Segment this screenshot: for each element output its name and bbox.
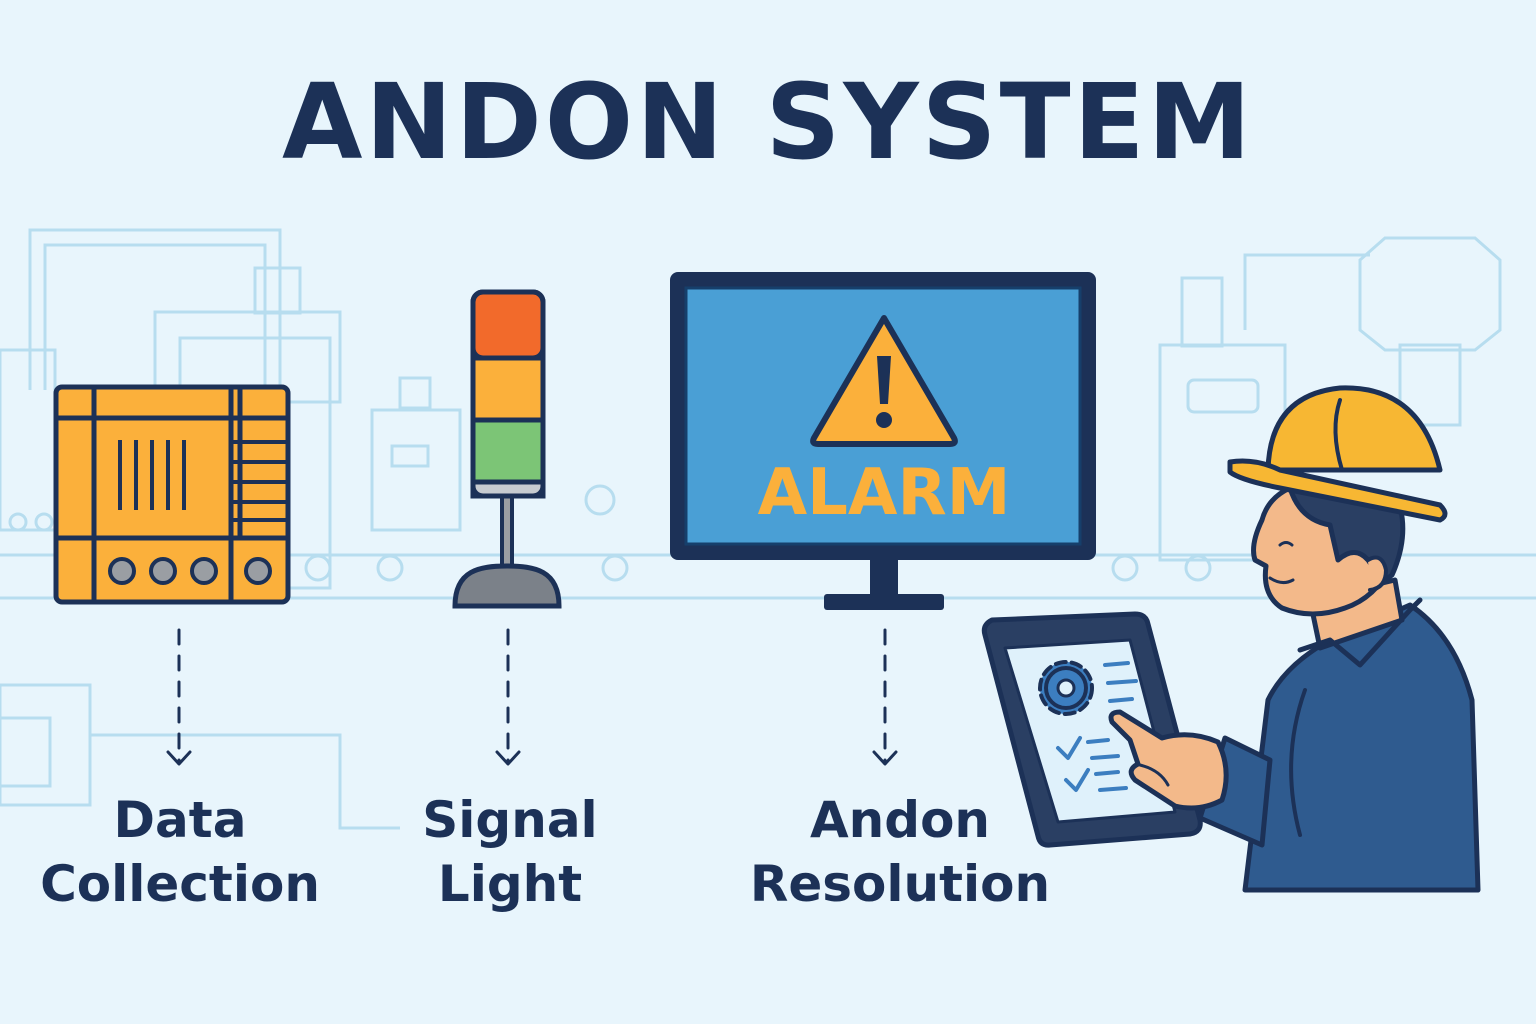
alarm-monitor-icon xyxy=(670,272,1096,610)
page-title: ANDON SYSTEM xyxy=(281,61,1255,183)
step-label-andon-resolution: Andon Resolution xyxy=(749,791,1051,913)
worker-illustration xyxy=(981,385,1481,893)
checklist-icon xyxy=(1056,661,1138,792)
gear-icon xyxy=(1038,660,1094,716)
flow-arrows xyxy=(166,628,898,766)
signal-tower-icon xyxy=(452,289,562,609)
step-label-data-collection: Data Collection xyxy=(40,791,320,913)
warning-icon xyxy=(810,315,958,447)
step-label-signal-light: Signal Light xyxy=(422,791,598,913)
control-panel-icon xyxy=(53,384,291,605)
